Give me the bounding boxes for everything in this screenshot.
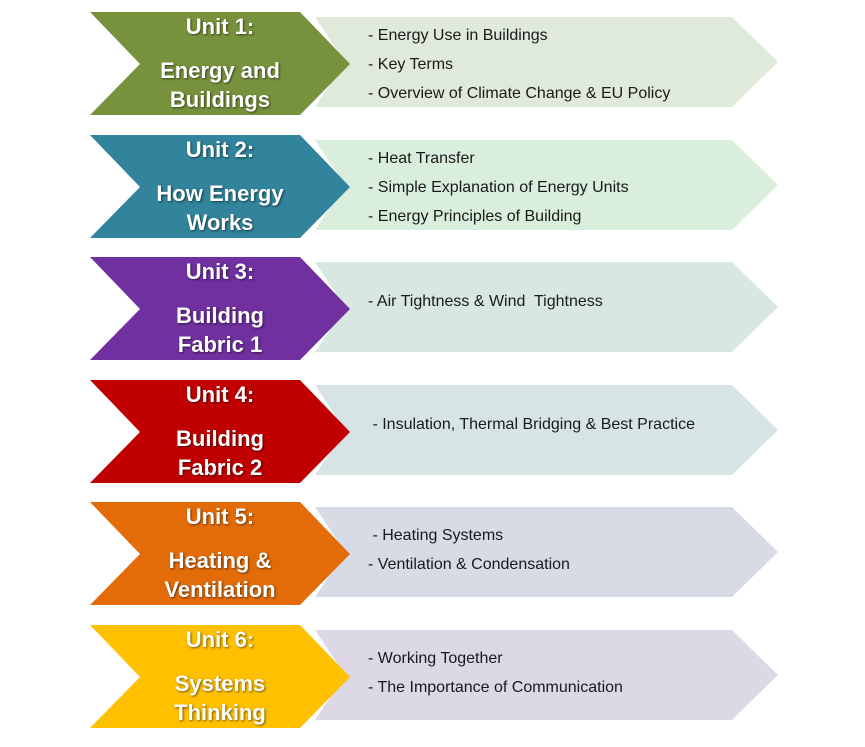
unit-4-title: Building Fabric 2 (95, 424, 345, 482)
unit-3-shapes (90, 257, 778, 360)
unit-4-title-line-2: Fabric 2 (177, 455, 263, 480)
unit-3-number: Unit 3: (185, 259, 255, 284)
unit-4-title-line-1: Building (176, 426, 264, 451)
unit-5-topic: - Heating Systems (368, 526, 504, 544)
unit-2-number: Unit 2: (185, 137, 255, 162)
unit-6-chevron (90, 625, 350, 728)
unit-6-title: Systems Thinking (95, 669, 345, 727)
unit-1-topic: - Energy Use in Buildings (368, 27, 548, 44)
unit-5-topic-panel (315, 507, 778, 597)
unit-5-number: Unit 5: (185, 504, 255, 529)
unit-3-title-line-2: Fabric 1 (177, 332, 263, 357)
unit-2-title-line-1: How Energy (156, 181, 284, 206)
unit-3-topic-list: - Air Tightness & Wind Tightness (368, 254, 603, 349)
unit-1-title-line-1: Energy and (160, 58, 280, 83)
unit-4-topic-panel (315, 385, 778, 475)
unit-6-topic: - Working Together (368, 649, 503, 667)
unit-4-number: Unit 4: (185, 382, 255, 407)
unit-1-topic-list: - Energy Use in Buildings - Key Terms - … (368, 17, 670, 112)
unit-1-number: Unit 1: (185, 14, 255, 39)
unit-3-title: Building Fabric 1 (95, 301, 345, 359)
unit-2-chevron (90, 135, 350, 238)
unit-1-title-line-2: Buildings (169, 87, 271, 112)
unit-1-topic-panel (315, 17, 778, 107)
unit-5-shapes (90, 502, 778, 605)
unit-1-shapes (90, 12, 778, 115)
unit-3-topic: - Air Tightness & Wind Tightness (368, 293, 603, 310)
unit-6-number: Unit 6: (185, 627, 255, 652)
unit-2-topic: - Energy Principles of Building (368, 208, 582, 225)
unit-row-4: Unit 4: Building Fabric 2 - Insulation, … (0, 380, 865, 485)
unit-row-3: Unit 3: Building Fabric 1 - Air Tightnes… (0, 257, 865, 362)
unit-1-title: Energy and Buildings (95, 56, 345, 114)
unit-row-1: Unit 1: Energy and Buildings - Energy Us… (0, 12, 865, 117)
unit-6-topic-list: - Working Together - The Importance of C… (368, 625, 623, 720)
unit-5-topic: - Ventilation & Condensation (368, 555, 570, 573)
unit-5-title-line-2: Ventilation (164, 577, 276, 602)
unit-3-topic-panel (315, 262, 778, 352)
unit-row-5: Unit 5: Heating & Ventilation - Heating … (0, 502, 865, 607)
unit-2-topic-panel (315, 140, 778, 230)
unit-2-topic: - Heat Transfer (368, 150, 475, 167)
unit-4-topic-list: - Insulation, Thermal Bridging & Best Pr… (368, 377, 695, 472)
unit-6-title-line-2: Thinking (174, 700, 266, 725)
unit-2-topic: - Simple Explanation of Energy Units (368, 179, 629, 196)
unit-5-title-line-1: Heating & (168, 548, 272, 573)
unit-2-title: How Energy Works (95, 179, 345, 237)
unit-4-chevron (90, 380, 350, 483)
unit-1-topic: - Overview of Climate Change & EU Policy (368, 85, 671, 102)
unit-4-shapes (90, 380, 778, 483)
unit-1-chevron (90, 12, 350, 115)
unit-5-title: Heating & Ventilation (95, 546, 345, 604)
unit-3-title-line-1: Building (176, 303, 264, 328)
unit-1-topic: - Key Terms (368, 56, 454, 73)
unit-2-shapes (90, 135, 778, 238)
unit-2-title-line-2: Works (186, 210, 254, 235)
unit-3-chevron (90, 257, 350, 360)
unit-6-topic: - The Importance of Communication (368, 678, 623, 696)
unit-2-topic-list: - Heat Transfer - Simple Explanation of … (368, 140, 629, 235)
unit-5-topic-list: - Heating Systems - Ventilation & Conden… (368, 502, 570, 597)
unit-5-chevron (90, 502, 350, 605)
unit-4-topic: - Insulation, Thermal Bridging & Best Pr… (368, 416, 695, 433)
unit-6-title-line-1: Systems (174, 671, 266, 696)
unit-row-2: Unit 2: How Energy Works - Heat Transfer… (0, 135, 865, 240)
unit-row-6: Unit 6: Systems Thinking - Working Toget… (0, 625, 865, 730)
unit-6-shapes (90, 625, 778, 728)
unit-6-topic-panel (315, 630, 778, 720)
